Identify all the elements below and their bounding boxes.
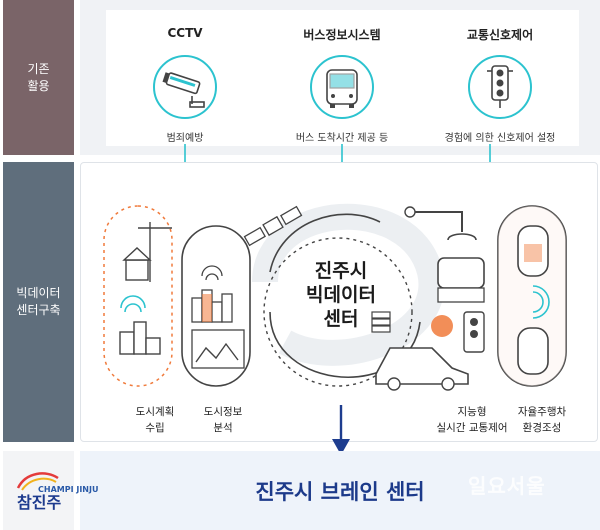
traffic-light-icon (468, 55, 532, 119)
sidebar-logo (3, 451, 74, 530)
logo-text: 참진주 (17, 493, 62, 512)
city-logo-swoosh (16, 472, 59, 491)
label-urban-info: 도시정보 분석 (203, 406, 243, 434)
card-desc: 범죄예방 (166, 133, 204, 144)
card-cctv: CCTV 범죄예방 (106, 10, 264, 146)
bigdata-illustration (103, 203, 567, 391)
brain-center-panel (80, 451, 600, 530)
card-desc: 버스 도착시간 제공 등 (295, 133, 389, 144)
brain-center-title: 진주시 브레인 센터 (255, 480, 425, 504)
watermark: 일요서울 (468, 474, 546, 498)
sidebar-existing: 기존 활용 (3, 0, 74, 155)
label-autonomous: 자율주행차 환경조성 (517, 406, 567, 434)
label-smart-traffic: 지능형 실시간 교통제어 (436, 406, 508, 434)
card-desc: 경험에 의한 신호제어 설정 (444, 133, 556, 144)
down-arrow-main (332, 405, 350, 455)
sidebar-bigdata: 빅데이터 센터구축 (3, 162, 74, 442)
cctv-icon (153, 55, 217, 119)
card-traffic-signal: 교통신호제어 경험에 의한 신호제어 설정 (421, 10, 579, 146)
card-title: CCTV (167, 26, 203, 40)
label-urban-planning: 도시계획 수립 (135, 406, 175, 434)
logo-small-text: CHAMPI JINJU (38, 485, 99, 494)
bus-icon (310, 55, 374, 119)
center-title: 진주시 빅데이터 센터 (306, 260, 376, 330)
card-title: 교통신호제어 (466, 28, 534, 42)
card-title: 버스정보시스템 (303, 28, 381, 42)
card-bus-info: 버스정보시스템 버스 도착시간 제공 등 (263, 10, 421, 146)
